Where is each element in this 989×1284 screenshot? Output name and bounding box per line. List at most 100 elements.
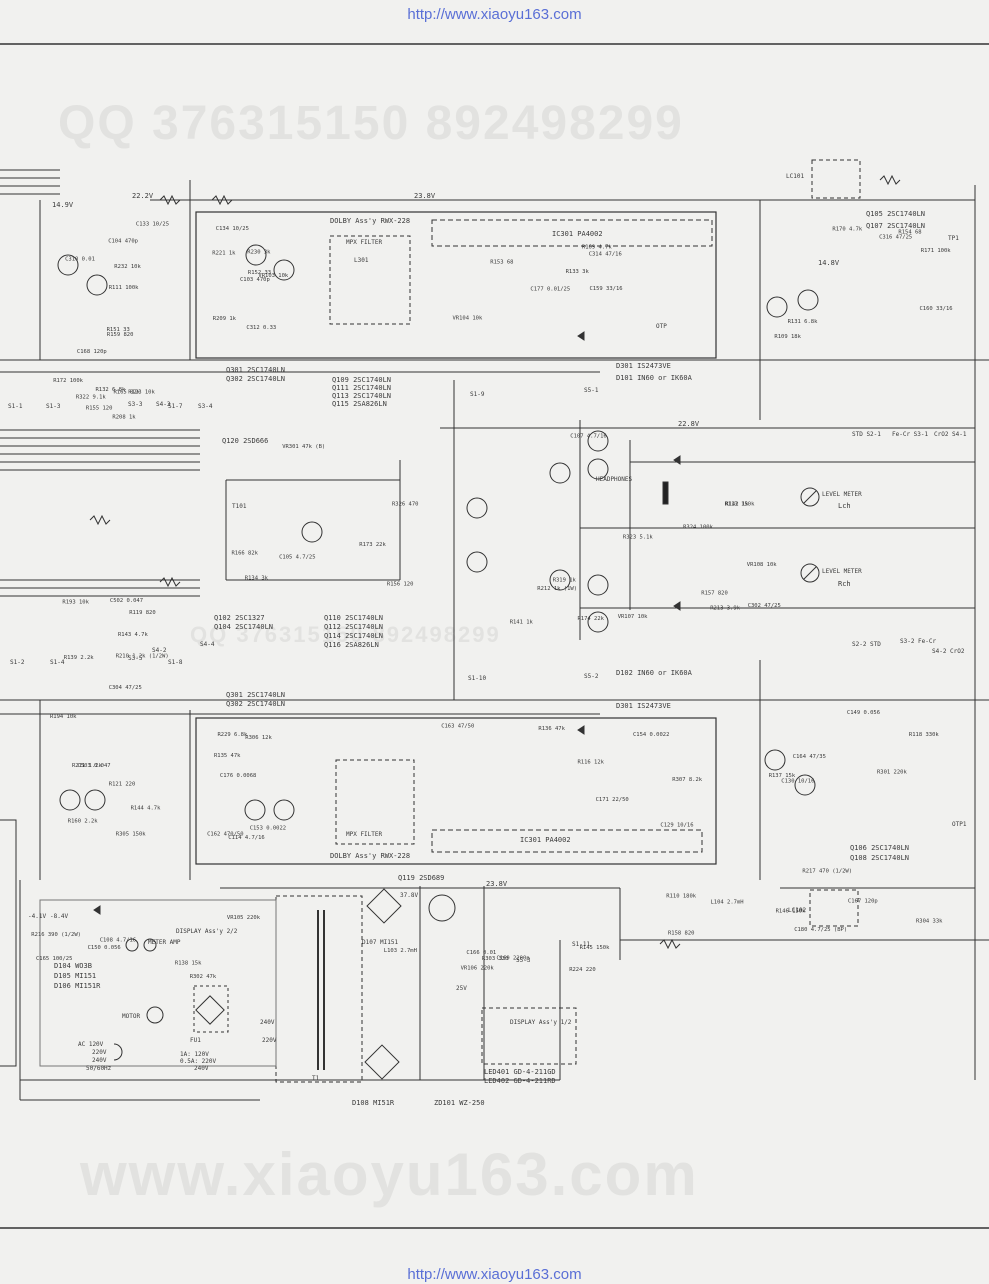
sw-s3-3: S3-3: [128, 401, 143, 408]
component-label: VR106 220k: [461, 966, 495, 972]
test-point-otp-upper: OTP: [656, 323, 667, 330]
rail-22-2v: 22.2V: [132, 192, 154, 200]
ac-240-label: 240V: [92, 1057, 107, 1064]
v-25: 25V: [456, 985, 467, 992]
component-label: R303 330: [482, 956, 509, 962]
component-label: C312 0.33: [246, 325, 276, 331]
tg-mid2-b: Q112 2SC1740LN: [324, 623, 383, 631]
component-label: C159 33/16: [590, 286, 623, 292]
component-label: R141 1k: [510, 619, 534, 625]
component-label: C310 0.01: [65, 256, 95, 262]
component-label: VR108 10k: [747, 562, 777, 568]
component-label: C162 470/50: [207, 832, 243, 838]
component-label: R145 150k: [580, 945, 610, 951]
tg-mid2-c: Q114 2SC1740LN: [324, 632, 383, 640]
component-label: R132 6.8k: [96, 387, 126, 393]
headphones-label: HEADPHONES: [596, 476, 633, 483]
diode-zd101: ZD101 WZ-250: [434, 1099, 485, 1107]
component-label: R131 6.8k: [788, 319, 818, 325]
component-label: R113 150k: [725, 501, 755, 507]
tg-mid2-d: Q116 2SA826LN: [324, 641, 379, 649]
component-label: R136 47k: [538, 726, 565, 732]
component-label: R121 220: [109, 782, 136, 788]
sw-fe-a: Fe-Cr S3-1: [892, 431, 929, 438]
t101-label: T101: [232, 503, 247, 510]
ic-upper: IC301 PA4002: [552, 230, 603, 238]
component-label: C177 0.01/25: [530, 287, 570, 293]
component-label: C160 33/16: [920, 306, 953, 312]
sw-s4-2: S4-2: [152, 647, 167, 654]
ac-220-label: 220V: [92, 1049, 107, 1056]
tg-upper-right-a: Q105 2SC1740LN: [866, 210, 925, 218]
component-label: R137 15k: [769, 773, 796, 779]
tg-q120: Q120 2SD666: [222, 437, 268, 445]
sw-s5-3: S5-3: [516, 957, 531, 964]
tg-upper-right-b: Q107 2SC1740LN: [866, 222, 925, 230]
component-label: R301 220k: [877, 770, 907, 776]
component-label: C107 4.7/16: [570, 434, 606, 440]
v-37-8: 37.8V: [400, 892, 418, 899]
component-label: C314 47/16: [589, 251, 622, 257]
tg-lower-q301-b: Q302 2SC1740LN: [226, 700, 285, 708]
component-label: C169 2200p: [497, 956, 530, 962]
sw-s1-10: S1-10: [468, 675, 486, 682]
rail-14-8v: 14.8V: [818, 259, 840, 267]
diode-d301-lower: D301 IS2473VE: [616, 702, 671, 710]
lc102-label: LC102: [788, 907, 806, 914]
component-label: C104 470p: [108, 239, 138, 245]
sw-s1-3: S1-3: [46, 403, 61, 410]
component-label: R194 10k: [50, 714, 77, 720]
tg-q119: Q119 2SD689: [398, 874, 444, 882]
l301-label: L301: [354, 257, 369, 264]
component-label: R170 4.7k: [832, 226, 862, 232]
component-label: R193 10k: [62, 599, 89, 605]
component-label: R109 18k: [774, 334, 801, 340]
component-label: R323 5.1k: [623, 534, 653, 540]
dolby-upper: DOLBY Ass'y RWX-228: [330, 217, 410, 225]
rail-23-8v-b: 23.8V: [486, 880, 508, 888]
sw-s4-4: S4-4: [200, 641, 215, 648]
component-label: R221 1k: [212, 250, 236, 256]
component-label: R174 22k: [578, 616, 605, 622]
source-url-bottom[interactable]: http://www.xiaoyu163.com: [407, 1266, 582, 1283]
test-point-otp-lower: OTP1: [952, 821, 967, 828]
source-url-top[interactable]: http://www.xiaoyu163.com: [407, 6, 582, 23]
fuse-rating-c: 240V: [194, 1065, 209, 1072]
test-point-tp1: TP1: [948, 235, 959, 242]
sw-s1-1: S1-1: [8, 403, 23, 410]
component-label: R211 1.2k: [72, 763, 102, 769]
component-label: C165 100/25: [36, 956, 72, 962]
sw-s1-8: S1-8: [168, 659, 183, 666]
tg-mid-c: Q113 2SC1740LN: [332, 392, 391, 400]
component-label: R322 9.1k: [76, 395, 106, 401]
component-label: C316 47/25: [879, 235, 912, 241]
component-label: C304 47/25: [109, 685, 142, 691]
component-label: C133 10/25: [136, 222, 169, 228]
transistor-symbols: [57, 244, 819, 922]
sw-s4-3: S4-3: [156, 401, 171, 408]
component-label: C502 0.047: [110, 598, 143, 604]
component-label: R208 1k: [112, 415, 136, 421]
component-label: C167 120p: [848, 899, 878, 905]
component-label: R157 820: [701, 591, 728, 597]
component-label: R302 47k: [190, 974, 217, 980]
diode-d301-upper: D301 IS2473VE: [616, 362, 671, 370]
tg-left-a: Q102 2SC1327: [214, 614, 265, 622]
component-label: C166 0.01: [466, 950, 496, 956]
component-label: C180 4.7/25 (BP): [794, 927, 847, 933]
tg-mid2-a: Q110 2SC1740LN: [324, 614, 383, 622]
component-label: R123 10k: [128, 390, 155, 396]
tg-lower-right-b: Q108 2SC1740LN: [850, 854, 909, 862]
component-label: R138 15k: [175, 961, 202, 967]
led401-label: LED401 GD-4-211GD: [484, 1068, 556, 1076]
resistor-symbols: [89, 174, 901, 950]
component-label: C171 22/50: [596, 797, 629, 803]
component-label: R324 100k: [683, 524, 713, 530]
component-label: R307 8.2k: [672, 777, 702, 783]
component-label: R173 22k: [359, 542, 386, 548]
sw-fe-b: S3-2 Fe-Cr: [900, 638, 937, 645]
component-label: C103 470p: [240, 277, 270, 283]
component-label: R229 6.8k: [218, 732, 248, 738]
component-label: R153 68: [490, 260, 513, 266]
